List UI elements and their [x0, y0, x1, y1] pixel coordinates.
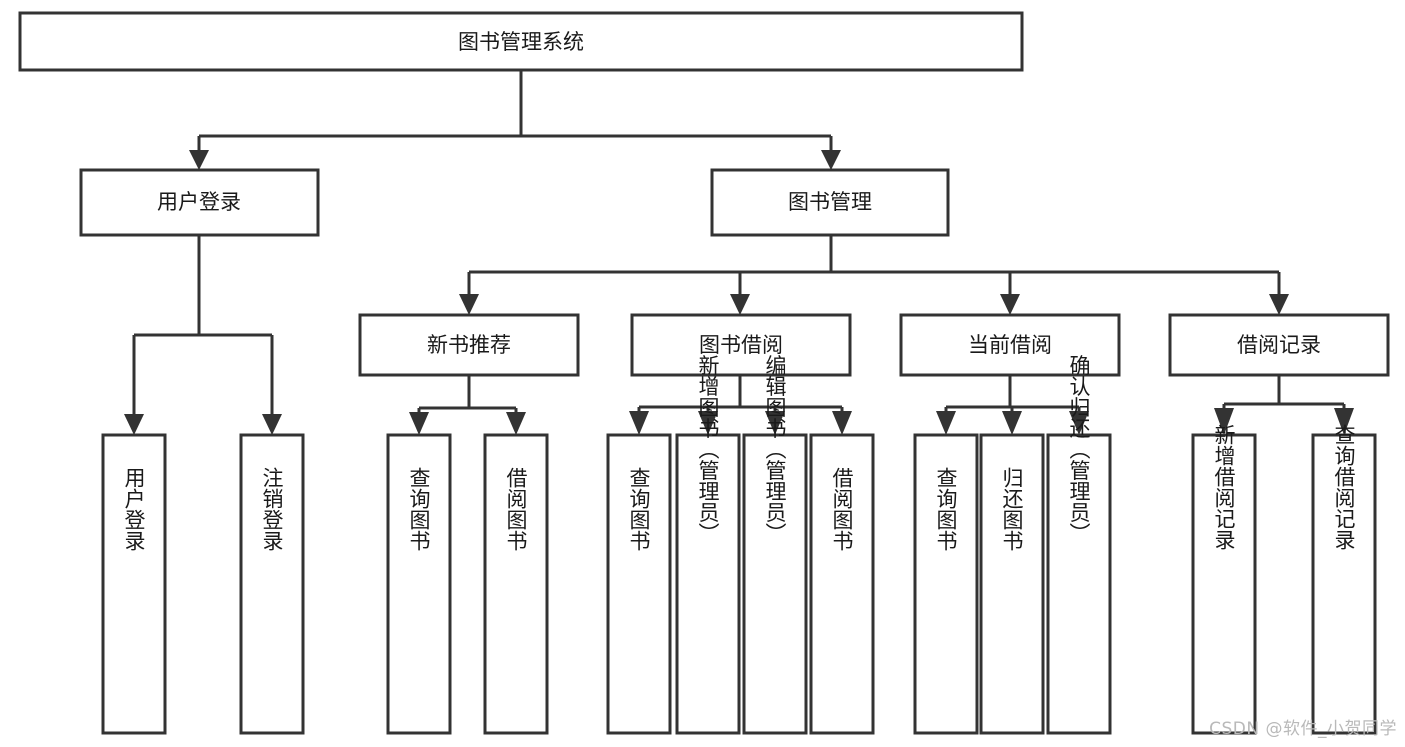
node-leaf-confirm-return[interactable]: 确认归还（管理员）	[1046, 355, 1112, 735]
node-leaf-user-login[interactable]: 用户登录	[101, 433, 167, 735]
node-leaf-return-book-label: 归还图书	[1000, 467, 1024, 551]
arrow-to-leaf-edit-book	[765, 411, 785, 435]
node-leaf-user-login-box[interactable]	[101, 433, 167, 735]
node-leaf-borrow-book-1[interactable]: 借阅图书	[483, 433, 549, 735]
arrow-to-leaf-return-book	[1002, 411, 1022, 435]
node-leaf-confirm-return-box[interactable]	[1046, 433, 1112, 735]
node-leaf-edit-book-box[interactable]	[742, 433, 808, 735]
node-current-borrow-box[interactable]	[899, 313, 1121, 377]
node-leaf-add-book-label: 新增图书（管理员）	[696, 355, 720, 544]
node-leaf-confirm-return-label: 确认归还（管理员）	[1067, 355, 1091, 544]
node-leaf-query-book-3[interactable]: 查询图书	[913, 433, 979, 735]
node-leaf-query-book-2[interactable]: 查询图书	[606, 433, 672, 735]
node-root-label: 图书管理系统	[458, 30, 584, 54]
node-current-borrow[interactable]: 当前借阅	[899, 313, 1121, 377]
node-new-book-rec-label: 新书推荐	[427, 333, 511, 357]
node-leaf-query-book-2-box[interactable]	[606, 433, 672, 735]
node-leaf-query-book-2-label: 查询图书	[627, 467, 651, 551]
node-leaf-user-login-label: 用户登录	[122, 467, 146, 551]
node-leaf-query-record[interactable]: 查询借阅记录	[1311, 424, 1377, 735]
node-leaf-edit-book-label: 编辑图书（管理员）	[763, 355, 787, 544]
arrow-to-leaf-borrow-book-1	[506, 412, 526, 435]
node-leaf-query-book-1-box[interactable]	[386, 433, 452, 735]
node-leaf-return-book-box[interactable]	[979, 433, 1045, 735]
node-leaf-add-record-label: 新增借阅记录	[1212, 424, 1236, 550]
arrow-to-leaf-query-record	[1334, 408, 1354, 435]
node-borrow-record[interactable]: 借阅记录	[1168, 313, 1390, 377]
node-leaf-borrow-book-1-label: 借阅图书	[504, 467, 528, 551]
node-leaf-query-book-1-label: 查询图书	[407, 467, 431, 551]
arrow-to-current-borrow	[1000, 294, 1020, 315]
node-leaf-query-book-3-label: 查询图书	[934, 467, 958, 551]
node-new-book-rec-box[interactable]	[358, 313, 580, 377]
node-book-borrow[interactable]: 图书借阅	[630, 313, 852, 377]
arrow-to-leaf-query-book-2	[629, 411, 649, 435]
node-leaf-borrow-book-1-box[interactable]	[483, 433, 549, 735]
node-leaf-logout[interactable]: 注销登录	[239, 433, 305, 735]
node-book-manage-label: 图书管理	[788, 190, 872, 214]
arrow-to-leaf-query-book-3	[936, 411, 956, 435]
node-root[interactable]: 图书管理系统	[18, 11, 1024, 72]
arrow-to-leaf-add-record	[1214, 408, 1234, 435]
node-leaf-borrow-book-2[interactable]: 借阅图书	[809, 433, 875, 735]
node-user-login-label: 用户登录	[157, 190, 241, 214]
arrow-to-userlogin	[189, 150, 209, 170]
node-root-box[interactable]	[18, 11, 1024, 72]
node-leaf-logout-box[interactable]	[239, 433, 305, 735]
arrow-to-leaf-logout	[262, 414, 282, 435]
arrow-to-leaf-query-book-1	[409, 412, 429, 435]
node-borrow-record-box[interactable]	[1168, 313, 1390, 377]
node-current-borrow-label: 当前借阅	[968, 333, 1052, 357]
arrow-to-borrow-record	[1269, 294, 1289, 315]
edges-layer	[124, 70, 1354, 435]
arrow-to-book-borrow	[730, 294, 750, 315]
node-book-manage[interactable]: 图书管理	[710, 168, 950, 237]
node-leaf-query-book-3-box[interactable]	[913, 433, 979, 735]
arrow-to-leaf-confirm-return	[1069, 411, 1089, 435]
node-leaf-add-record[interactable]: 新增借阅记录	[1191, 424, 1257, 735]
arrow-to-leaf-borrow-book-2	[832, 411, 852, 435]
node-leaf-return-book[interactable]: 归还图书	[979, 433, 1045, 735]
node-book-borrow-label: 图书借阅	[699, 333, 783, 357]
node-user-login-box[interactable]	[79, 168, 320, 237]
arrow-to-leaf-user-login	[124, 414, 144, 435]
node-leaf-borrow-book-2-box[interactable]	[809, 433, 875, 735]
node-leaf-query-record-box[interactable]	[1311, 433, 1377, 735]
node-leaf-query-record-label: 查询借阅记录	[1332, 424, 1356, 550]
arrow-to-bookmanage	[821, 150, 841, 170]
node-leaf-add-record-box[interactable]	[1191, 433, 1257, 735]
arrow-to-new-book-rec	[459, 294, 479, 315]
node-book-borrow-box[interactable]	[630, 313, 852, 377]
node-leaf-add-book[interactable]: 新增图书（管理员）	[675, 355, 741, 735]
node-new-book-rec[interactable]: 新书推荐	[358, 313, 580, 377]
node-book-manage-box[interactable]	[710, 168, 950, 237]
node-leaf-query-book-1[interactable]: 查询图书	[386, 433, 452, 735]
node-leaf-add-book-box[interactable]	[675, 433, 741, 735]
node-leaf-borrow-book-2-label: 借阅图书	[830, 467, 854, 551]
node-borrow-record-label: 借阅记录	[1237, 333, 1321, 357]
node-leaf-logout-label: 注销登录	[260, 467, 284, 551]
watermark-text: CSDN @软件_小贺同学	[1209, 719, 1397, 739]
arrow-to-leaf-add-book	[698, 411, 718, 435]
node-user-login[interactable]: 用户登录	[79, 168, 320, 237]
node-leaf-edit-book[interactable]: 编辑图书（管理员）	[742, 355, 808, 735]
